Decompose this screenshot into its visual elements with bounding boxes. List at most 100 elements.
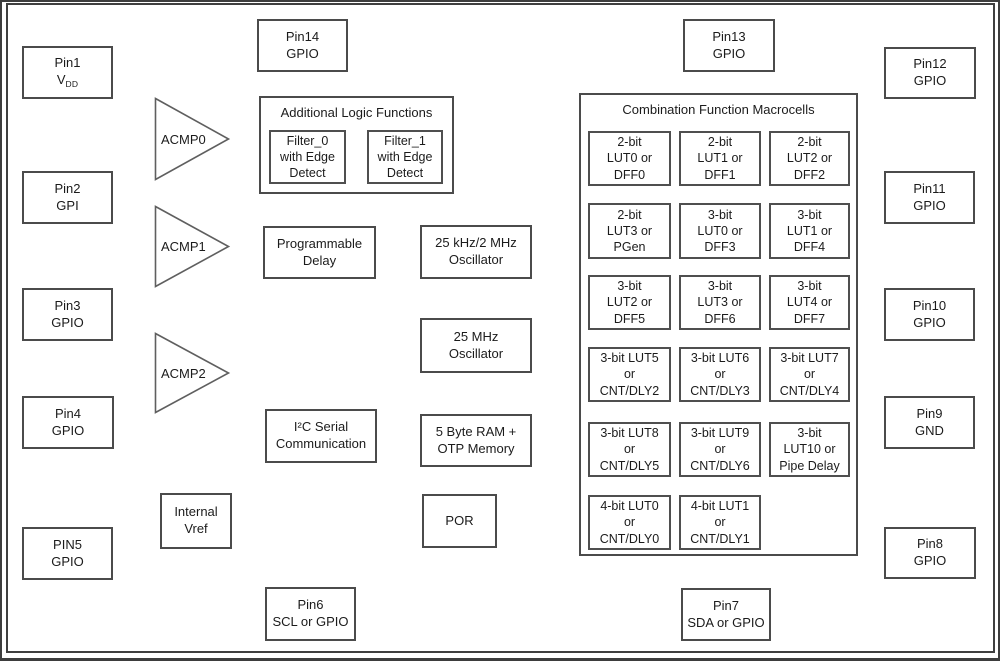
macrocells-title: Combination Function Macrocells [622,102,815,117]
pin14-name: Pin14 [285,28,320,44]
filter0-line2: with Edge [280,149,335,164]
macrocell-line: CNT/DLY3 [690,383,750,398]
oscillator-25khz-2mhz-box: 25 kHz/2 MHz Oscillator [420,225,532,279]
macrocell-line: or [623,367,636,382]
additional-logic-functions-group: Additional Logic Functions Filter_0 with… [259,96,454,194]
macrocell-3lut0-dff3: 3-bit LUT0 or DFF3 [679,203,761,259]
macrocell-line: Pipe Delay [779,458,840,473]
macrocell-line: or [803,367,816,382]
pin5-function: GPIO [51,553,84,569]
macrocell-line: or [714,442,726,457]
macrocell-line: 3-bit [707,279,733,294]
i2c-line2: Communication [275,436,367,451]
ram-otp-line2: OTP Memory [437,440,515,456]
macrocell-4lut1-cntdly1: 4-bit LUT1 or CNT/DLY1 [679,495,761,550]
macrocell-3lut4-dff7: 3-bit LUT4 or DFF7 [769,275,850,330]
macrocell-line: LUT0 or [606,151,653,166]
pin3-function: GPIO [51,314,84,330]
macrocell-line: 3-bit LUT9 [690,426,750,441]
oscillator-25mhz-box: 25 MHz Oscillator [420,318,532,373]
programmable-delay-line2: Delay [302,252,337,268]
macrocell-3lut7-cntdly4: 3-bit LUT7 or CNT/DLY4 [769,347,850,402]
ram-otp-line1: 5 Byte RAM + [435,423,517,439]
filter1-box: Filter_1 with Edge Detect [367,130,443,184]
macrocell-line: LUT3 or [606,223,653,238]
acmp2-label: ACMP2 [161,365,206,381]
pin12-name: Pin12 [913,56,947,72]
internal-vref-line2: Vref [184,521,208,536]
macrocell-line: 3-bit [797,279,822,294]
pin12-box: Pin12 GPIO [884,47,976,99]
combination-function-macrocells-group: Combination Function Macrocells 2-bit LU… [579,93,858,556]
acmp1-comparator: ACMP1 [154,205,231,288]
programmable-delay-box: Programmable Delay [263,226,376,279]
pin1-box: Pin1 VDD [22,46,113,99]
macrocell-lut0-dff0: 2-bit LUT0 or DFF0 [588,131,671,186]
pin9-box: Pin9 GND [884,396,975,449]
macrocell-4lut0-cntdly0: 4-bit LUT0 or CNT/DLY0 [588,495,671,550]
macrocell-3lut2-dff5: 3-bit LUT2 or DFF5 [588,275,671,330]
macrocell-line: DFF4 [793,240,826,255]
osc-25mhz-line2: Oscillator [448,345,504,361]
macrocell-line: 3-bit [797,426,822,441]
pin12-function: GPIO [913,73,947,88]
filter1-line2: with Edge [377,149,433,164]
macrocell-line: LUT0 or [697,223,743,238]
osc-25khz-line1: 25 kHz/2 MHz [435,235,517,251]
pin6-function: SCL or GPIO [272,614,349,629]
acmp1-label: ACMP1 [161,239,206,254]
macrocell-line: 2-bit [707,135,733,150]
filter0-line1: Filter_0 [286,133,329,148]
macrocell-3lut3-dff6: 3-bit LUT3 or DFF6 [679,275,761,330]
macrocell-line: 2-bit [797,135,822,150]
comparator-triangle-icon [154,205,231,288]
filter1-line1: Filter_1 [384,133,426,148]
pin1-name: Pin1 [54,55,81,71]
macrocell-line: or [623,442,636,457]
macrocell-line: LUT1 or [697,151,743,166]
i2c-serial-communication-box: I²C Serial Communication [265,409,377,463]
macrocell-line: CNT/DLY2 [599,383,660,398]
pin4-name: Pin4 [54,405,82,421]
pin11-box: Pin11 GPIO [884,171,975,224]
por-label: POR [445,512,474,528]
pin3-box: Pin3 GPIO [22,288,113,341]
macrocell-3lut5-cntdly2: 3-bit LUT5 or CNT/DLY2 [588,347,671,402]
pin13-function: GPIO [712,45,746,61]
macrocell-line: or [623,515,636,530]
macrocell-line: DFF1 [704,167,736,182]
macrocell-lut1-dff1: 2-bit LUT1 or DFF1 [679,131,761,186]
macrocell-line: 4-bit LUT0 [600,499,659,514]
macrocell-line: CNT/DLY1 [690,531,750,546]
macrocell-line: 3-bit [617,279,642,294]
macrocell-line: LUT4 or [786,295,833,310]
macrocell-line: DFF7 [793,311,826,326]
macrocell-3lut1-dff4: 3-bit LUT1 or DFF4 [769,203,850,259]
pin7-box: Pin7 SDA or GPIO [681,588,771,641]
pin2-function: GPI [56,197,79,213]
acmp2-comparator: ACMP2 [154,332,231,414]
macrocell-line: CNT/DLY5 [599,458,660,473]
macrocell-line: LUT2 or [606,295,653,310]
macrocell-3lut9-cntdly6: 3-bit LUT9 or CNT/DLY6 [679,422,761,477]
por-box: POR [422,494,497,548]
pin8-name: Pin8 [916,536,944,552]
internal-vref-box: Internal Vref [160,493,232,549]
macrocell-line: 2-bit [617,135,642,150]
macrocell-line: 3-bit [797,207,822,222]
pin9-name: Pin9 [916,405,943,421]
pin11-name: Pin11 [913,180,946,196]
pin10-name: Pin10 [912,297,947,313]
macrocell-3lut6-cntdly3: 3-bit LUT6 or CNT/DLY3 [679,347,761,402]
macrocell-line: DFF5 [613,311,646,326]
macrocell-lut2-dff2: 2-bit LUT2 or DFF2 [769,131,850,186]
macrocell-lut3-pgen: 2-bit LUT3 or PGen [588,203,671,259]
pin4-box: Pin4 GPIO [22,396,114,449]
comparator-triangle-icon [154,332,231,414]
macrocell-3lut10-pipedelay: 3-bit LUT10 or Pipe Delay [769,422,850,477]
macrocell-line: PGen [613,240,646,255]
macrocell-line: or [714,367,726,382]
pin14-function: GPIO [286,45,319,61]
macrocell-line: LUT3 or [697,295,743,310]
